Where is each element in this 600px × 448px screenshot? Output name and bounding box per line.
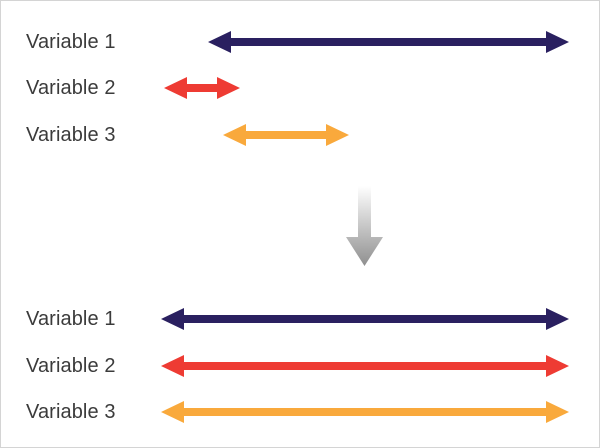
down-arrow-icon [345,186,383,266]
top-variable-3-double-arrow [223,124,349,146]
bottom-variable-2-label: Variable 2 [26,355,116,377]
top-variable-2-label: Variable 2 [26,77,116,99]
top-variable-1-label: Variable 1 [26,31,116,53]
top-variable-3-label: Variable 3 [26,124,116,146]
bottom-variable-2-double-arrow [161,355,569,377]
bottom-variable-3-double-arrow [161,401,569,423]
bottom-variable-3-label: Variable 3 [26,401,116,423]
bottom-variable-1-label: Variable 1 [26,308,116,330]
bottom-variable-1-double-arrow [161,308,569,330]
top-variable-2-double-arrow [164,77,240,99]
top-variable-1-double-arrow [208,31,569,53]
